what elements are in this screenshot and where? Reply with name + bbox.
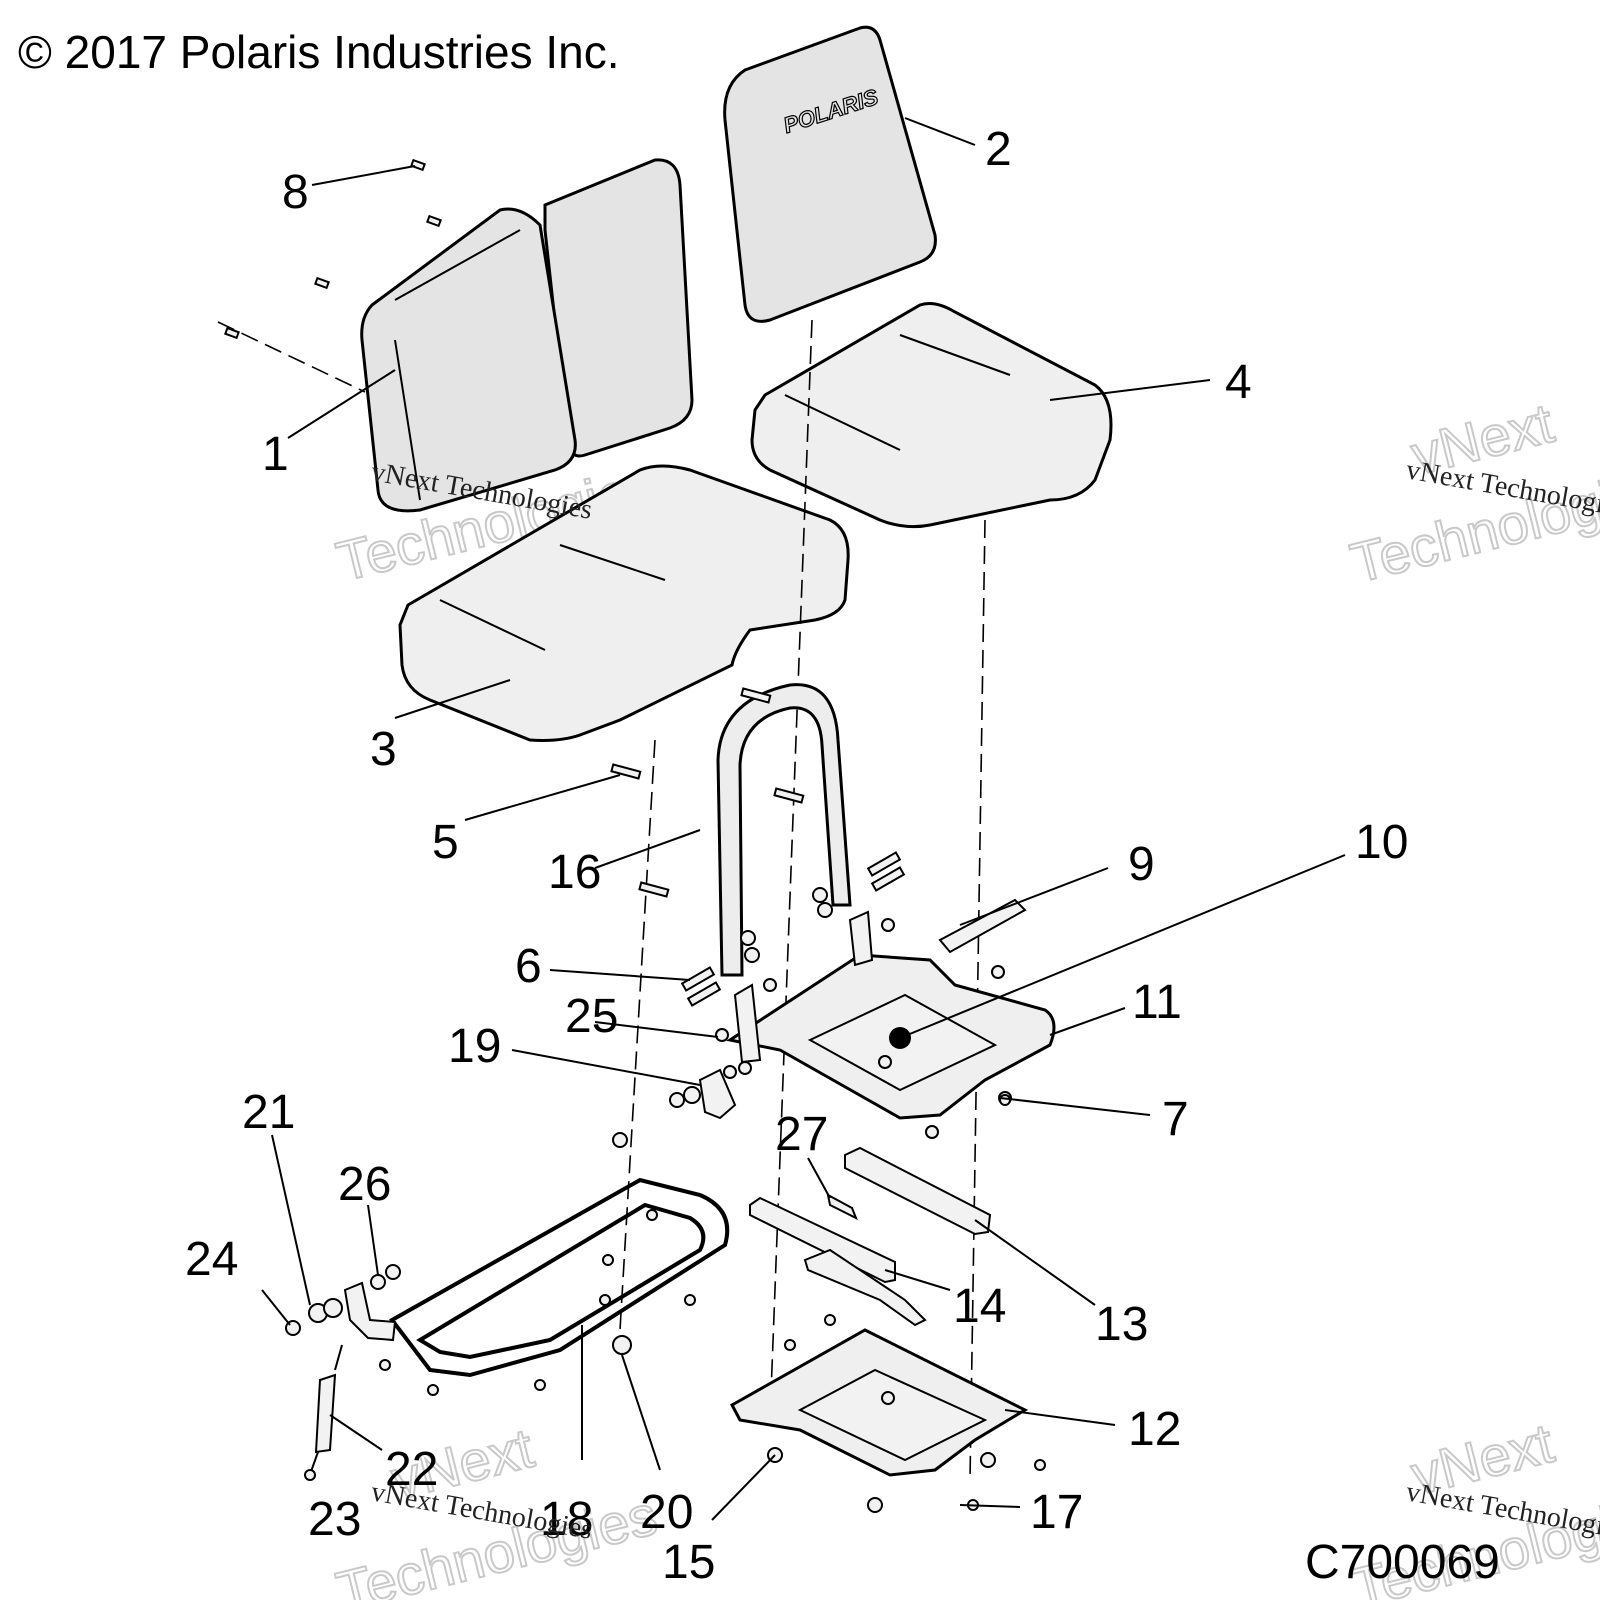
callout-14: 14: [953, 1280, 1006, 1333]
callout-20: 20: [640, 1486, 693, 1539]
callout-7: 7: [1162, 1093, 1189, 1146]
callout-25: 25: [565, 990, 618, 1043]
callout-22: 22: [385, 1443, 438, 1496]
part-4-seat-cushion: [750, 302, 1113, 529]
callout-26: 26: [338, 1158, 391, 1211]
hardware-fasteners: [224, 158, 1046, 1513]
part-9-strap: [938, 898, 1027, 954]
copyright-text: © 2017 Polaris Industries Inc.: [18, 26, 620, 78]
callout-5: 5: [432, 816, 459, 869]
part-3-bench-seat-cushion: [398, 464, 850, 742]
callout-13: 13: [1095, 1298, 1148, 1351]
callout-18: 18: [540, 1493, 593, 1546]
callout-2: 2: [985, 123, 1012, 176]
part-2-seat-back: POLARIS: [723, 25, 937, 323]
callout-17: 17: [1030, 1486, 1083, 1539]
callout-24: 24: [185, 1233, 238, 1286]
callout-16: 16: [548, 846, 601, 899]
part-18-hinge-frame: [389, 1177, 730, 1378]
callout-1: 1: [262, 428, 289, 481]
part-22-gas-strut: [307, 1344, 343, 1481]
callout-15: 15: [662, 1536, 715, 1589]
part-19-bracket: [698, 1068, 737, 1120]
callout-19: 19: [448, 1020, 501, 1073]
part-11-seat-base: [726, 910, 1056, 1120]
callout-11: 11: [1132, 976, 1182, 1029]
callout-4: 4: [1225, 356, 1252, 409]
callout-3: 3: [370, 723, 397, 776]
part-1-bench-seat-back: [360, 158, 694, 513]
callout-8: 8: [282, 166, 309, 219]
callout-6: 6: [515, 940, 542, 993]
part-14-slide-rail: [749, 1196, 927, 1327]
hinge-plate: [343, 1281, 397, 1342]
callout-23: 23: [308, 1493, 361, 1546]
part-16-grab-handle: [716, 683, 852, 977]
callout-12: 12: [1128, 1403, 1181, 1456]
drawing-code: C700069: [1305, 1536, 1500, 1589]
part-13-slide-rail: [844, 1146, 992, 1236]
callout-10: 10: [1355, 816, 1408, 869]
part-27-spring: [826, 1193, 858, 1221]
callout-21: 21: [242, 1086, 295, 1139]
part-12-bottom-plate: [729, 1328, 1029, 1477]
callout-labels: 1 2 3 4 5 6 7 8 9 10 11 12 13 14 15 16 1…: [185, 123, 1408, 1589]
callout-9: 9: [1128, 838, 1155, 891]
callout-27: 27: [775, 1108, 828, 1161]
leader-lines: [261, 117, 1346, 1521]
